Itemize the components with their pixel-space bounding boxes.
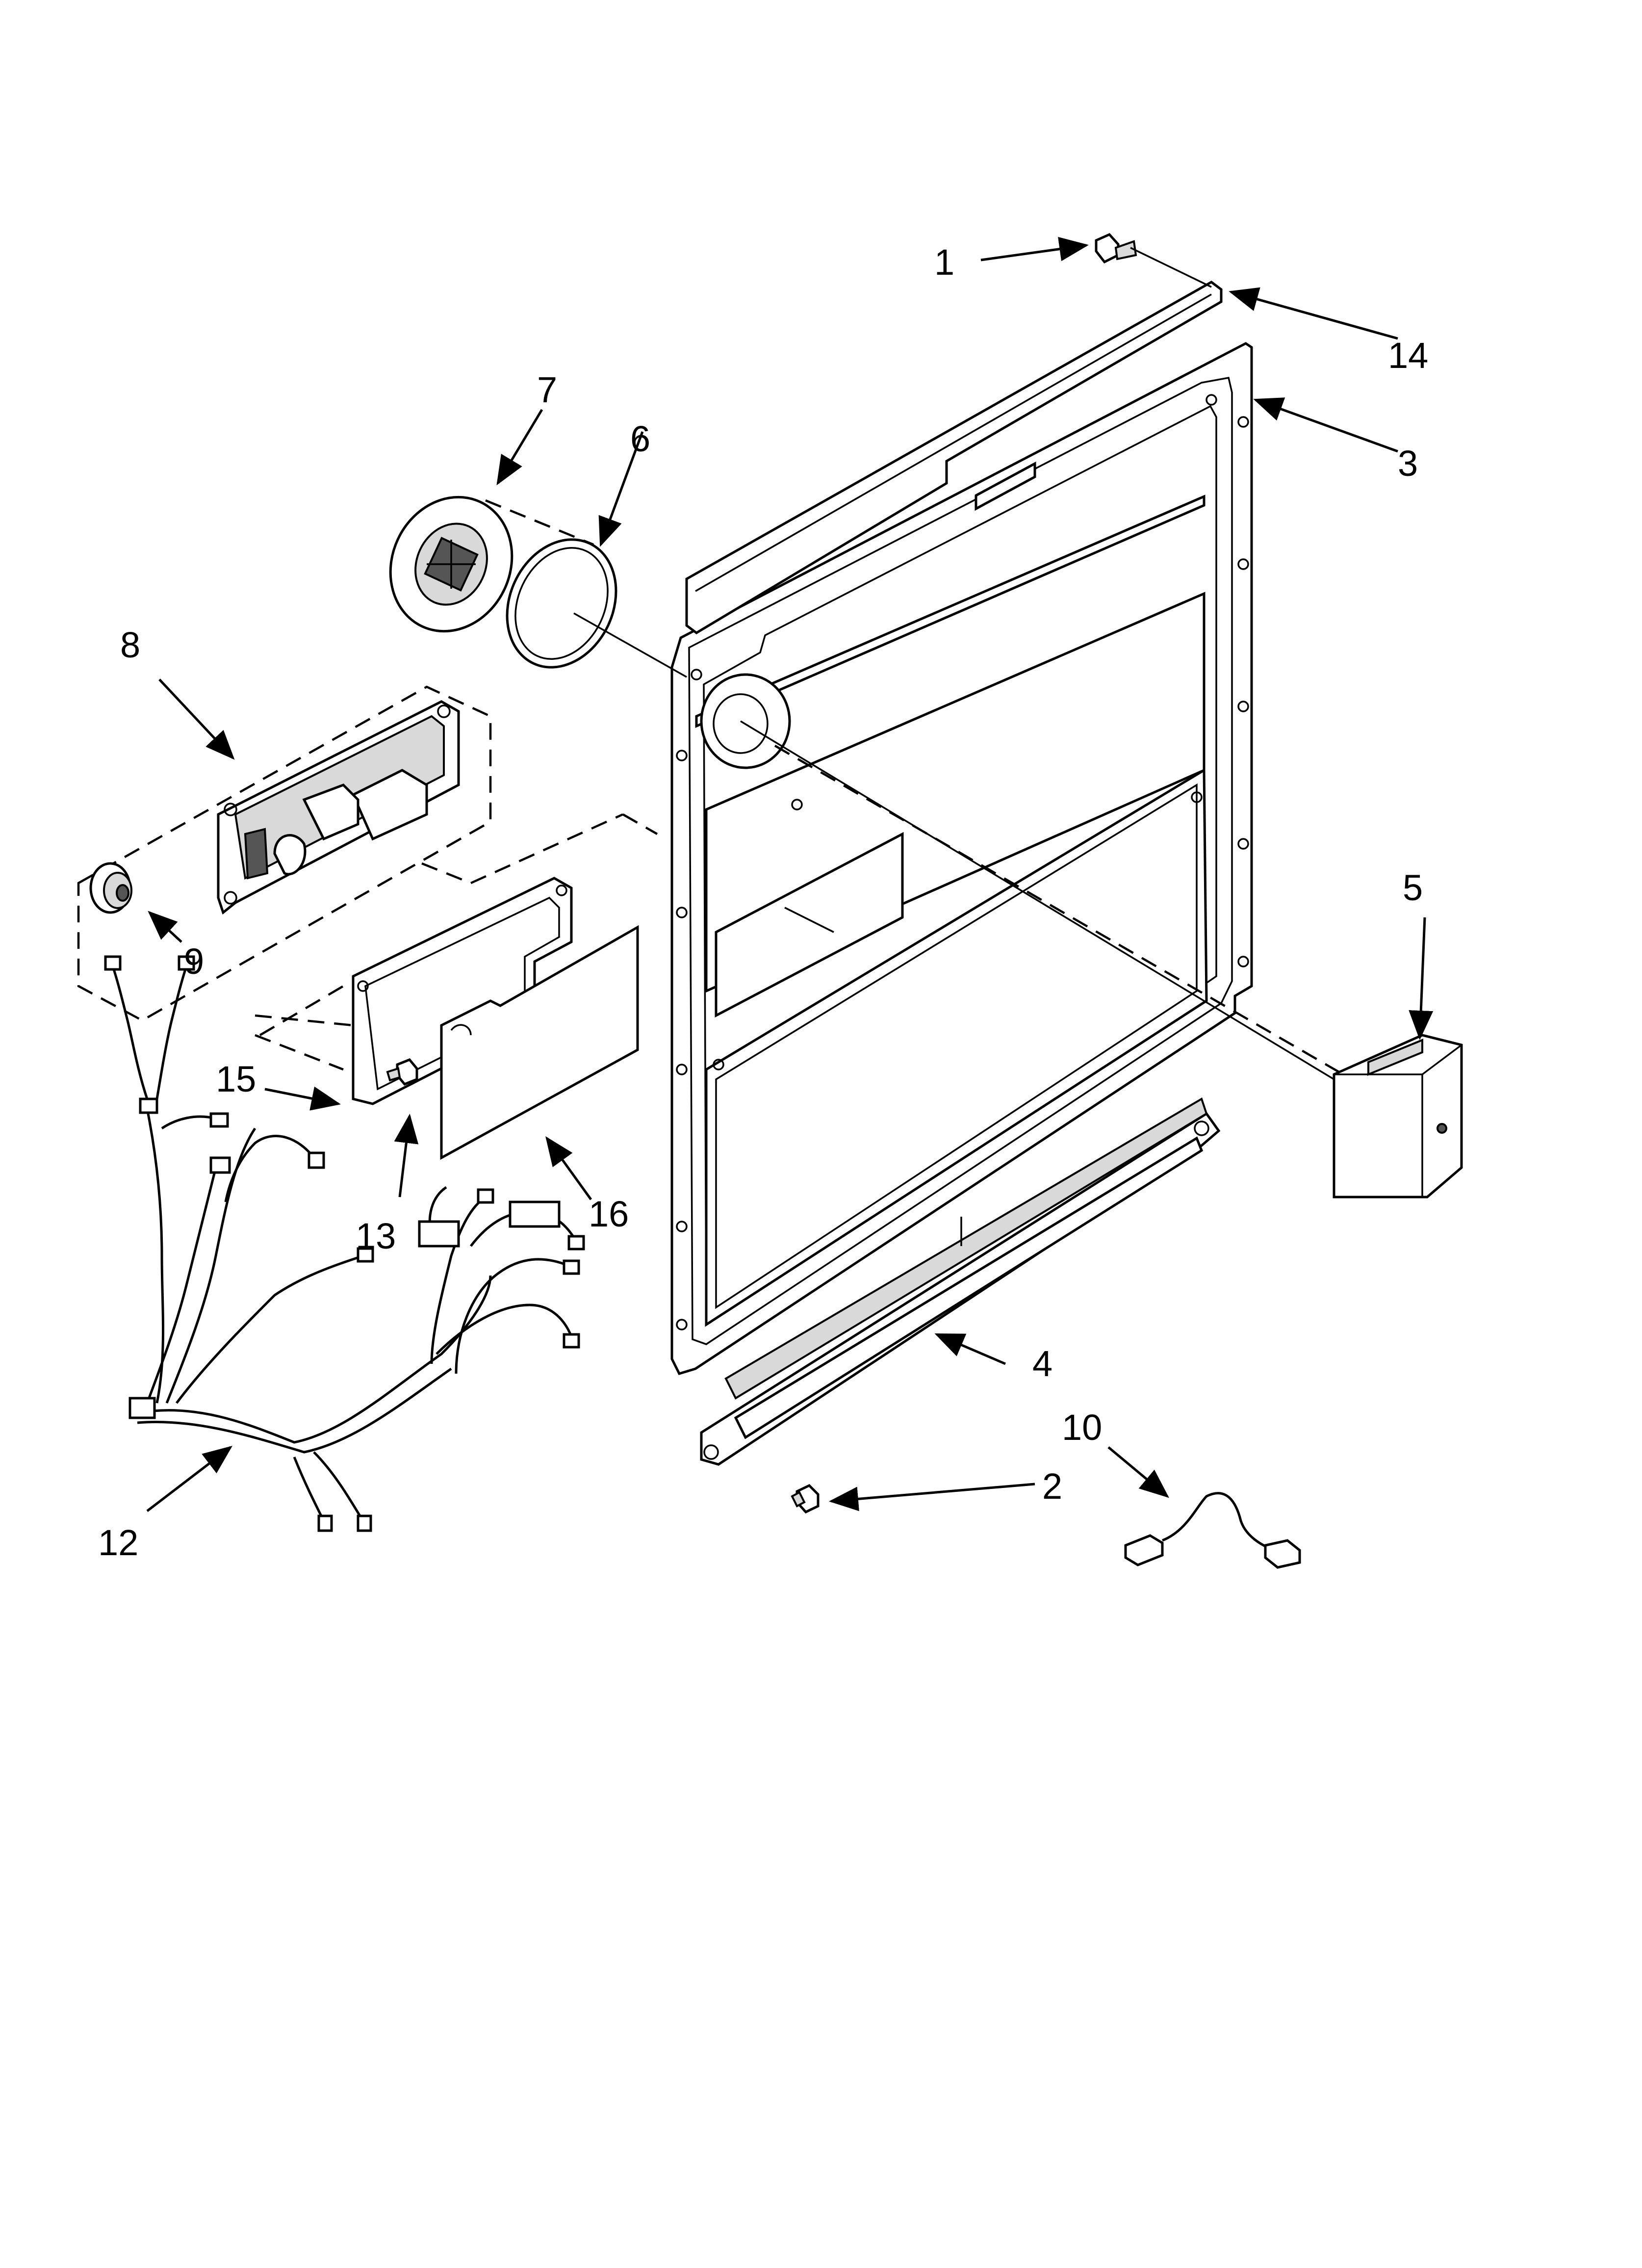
callout-15: 15 [216, 1059, 256, 1099]
callout-2: 2 [1042, 1466, 1062, 1507]
door-bottom-trim [700, 1097, 1221, 1466]
callout-4: 4 [1032, 1343, 1052, 1384]
callout-5: 5 [1403, 867, 1423, 908]
control-board [440, 925, 639, 1160]
door-top-strip [685, 281, 1223, 635]
screw-2 [791, 1484, 820, 1514]
harness-connectors [104, 955, 585, 1532]
callout-6: 6 [630, 418, 650, 459]
callout-3: 3 [1398, 443, 1418, 484]
callout-1: 1 [934, 242, 954, 283]
callout-labels: 1 14 3 5 7 6 8 9 15 13 16 4 10 2 12 [98, 242, 1428, 1563]
callout-8: 8 [120, 625, 140, 665]
callout-10: 10 [1062, 1407, 1102, 1448]
vent-assembly [1333, 1034, 1463, 1199]
callout-16: 16 [589, 1194, 629, 1234]
callout-13: 13 [356, 1216, 396, 1256]
main-wire-harness [104, 955, 585, 1532]
callout-arrows [146, 236, 1434, 1512]
callout-7: 7 [537, 369, 557, 410]
control-module [77, 685, 492, 1022]
callout-9: 9 [184, 941, 204, 982]
indicator-knob [89, 862, 132, 914]
inner-door-panel [670, 342, 1253, 1376]
screw-13 [386, 1058, 418, 1086]
callout-14: 14 [1388, 335, 1428, 376]
dispenser-cap [389, 495, 513, 633]
panel-mounting-holes [676, 394, 1249, 1330]
alignment-lines [255, 247, 1340, 1080]
screw-1 [1095, 233, 1137, 264]
switch-harness [1124, 1492, 1301, 1569]
callout-12: 12 [98, 1522, 138, 1563]
